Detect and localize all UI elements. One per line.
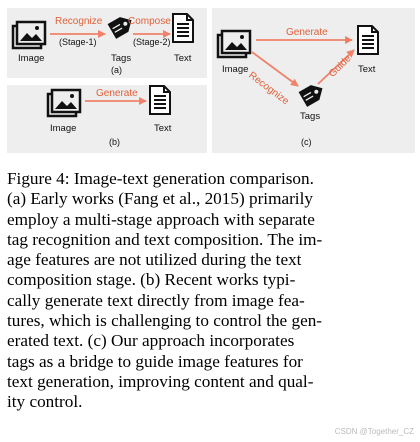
recognize-label: Recognize <box>55 16 103 27</box>
document-icon <box>357 25 379 55</box>
image-label: Image <box>50 123 77 134</box>
caption-line: tag recognition and text composition. Th… <box>7 229 323 249</box>
panel-b-letter: (b) <box>109 137 120 147</box>
tag-icon <box>294 81 324 111</box>
guide-arrow <box>317 49 355 85</box>
compose-label: Compose <box>128 16 171 27</box>
document-icon <box>172 13 194 43</box>
recognize-arrow <box>251 51 299 87</box>
panel-c-letter: (c) <box>301 137 312 147</box>
caption-line: composition stage. (b) Recent works typi… <box>7 270 296 290</box>
watermark: CSDN @Together_CZ <box>334 427 414 436</box>
caption-line: employ a multi-stage approach with separ… <box>7 209 315 229</box>
image-icon <box>46 88 82 118</box>
caption-line: erated text. (c) Our approach incorporat… <box>7 331 295 351</box>
image-icon <box>11 20 47 50</box>
image-label: Image <box>222 64 249 75</box>
panel-a-letter: (a) <box>111 65 122 75</box>
stage-2-label: (Stage-2) <box>133 37 171 47</box>
caption-line: age features are not utilized during the… <box>7 250 302 270</box>
tags-label: Tags <box>300 111 321 122</box>
caption-line: ity control. <box>7 392 83 412</box>
caption-line: Figure 4: Image-text generation comparis… <box>7 169 314 188</box>
figure-graphics <box>11 13 379 118</box>
figure-caption: Figure 4: Image-text generation comparis… <box>7 169 415 413</box>
generate-label: Generate <box>96 88 138 99</box>
panel-b <box>7 85 207 153</box>
image-label: Image <box>18 53 45 64</box>
text-label: Text <box>358 64 376 75</box>
tags-label: Tags <box>111 53 132 64</box>
text-label: Text <box>174 53 192 64</box>
text-label: Text <box>154 123 172 134</box>
caption-line: (a) Early works (Fang et al., 2015) prim… <box>7 189 313 209</box>
caption-line: cally generate text directly from image … <box>7 290 305 310</box>
image-icon <box>216 29 252 59</box>
document-icon <box>149 85 171 115</box>
caption-line: text generation, improving content and q… <box>7 371 314 391</box>
stage-1-label: (Stage-1) <box>59 37 97 47</box>
generate-label: Generate <box>286 27 328 38</box>
caption-line: tags as a bridge to guide image features… <box>7 351 303 371</box>
caption-line: tures, which is challenging to control t… <box>7 311 323 331</box>
